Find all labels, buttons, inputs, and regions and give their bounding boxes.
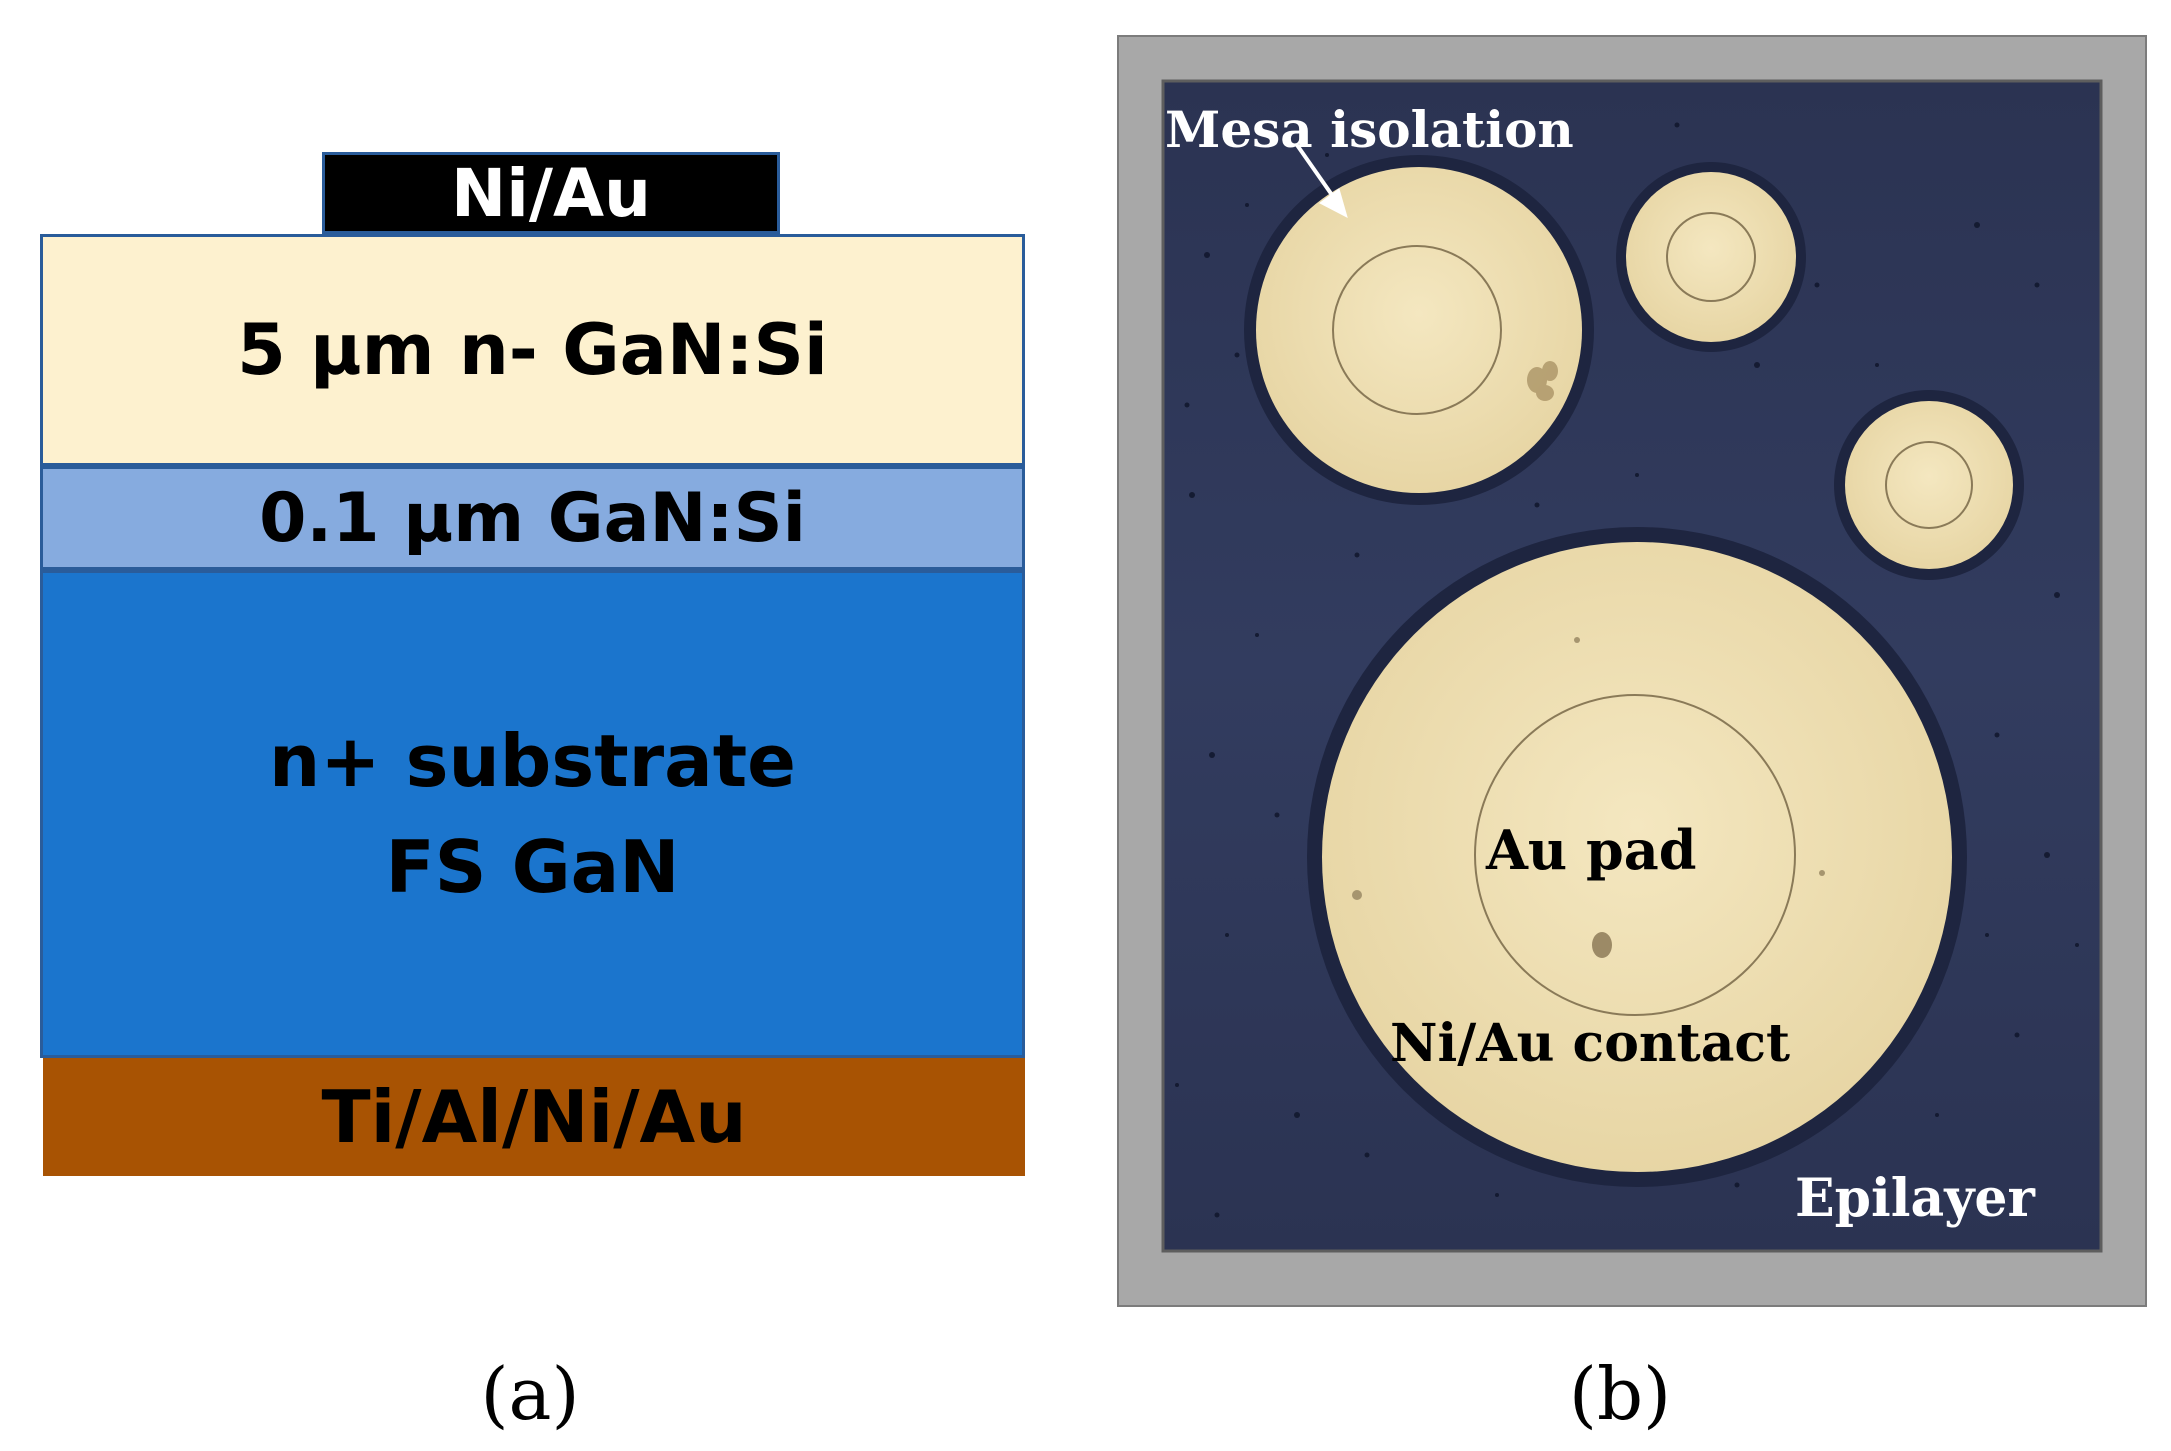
- contact-small-1-pad: [1666, 212, 1756, 302]
- top-contact-label: Ni/Au: [450, 154, 652, 232]
- contact-small-1: [1626, 172, 1796, 342]
- contact-medium-debris: [1527, 361, 1558, 401]
- substrate-layer: n+ substrate FS GaN: [40, 570, 1025, 1058]
- drift-layer-label: 5 µm n- GaN:Si: [237, 309, 828, 391]
- contact-large-pad: [1474, 694, 1796, 1016]
- contact-large: [1322, 542, 1952, 1172]
- buffer-layer: 0.1 µm GaN:Si: [40, 466, 1025, 570]
- back-contact-label: Ti/Al/Ni/Au: [321, 1075, 747, 1159]
- contact-medium: [1256, 167, 1582, 493]
- epilayer-label: Epilayer: [1795, 1168, 2035, 1229]
- back-contact-layer: Ti/Al/Ni/Au: [43, 1058, 1025, 1176]
- contact-large-debris: [1592, 932, 1612, 958]
- substrate-label-line1: n+ substrate: [269, 719, 796, 803]
- top-contact-layer: Ni/Au: [322, 152, 780, 234]
- contact-small-2: [1845, 401, 2013, 569]
- contact-medium-pad: [1332, 245, 1502, 415]
- mesa-arrow: [1295, 143, 1348, 218]
- caption-b: (b): [1568, 1352, 1672, 1436]
- ni-au-contact-label: Ni/Au contact: [1390, 1013, 1791, 1074]
- contact-small-2-pad: [1885, 441, 1973, 529]
- mesa-isolation-label: Mesa isolation: [1165, 100, 1574, 159]
- substrate-label-line2: FS GaN: [385, 825, 680, 909]
- au-pad-label: Au pad: [1486, 818, 1697, 882]
- micrograph-image: [1117, 35, 2147, 1307]
- caption-a: (a): [480, 1352, 580, 1436]
- drift-layer: 5 µm n- GaN:Si: [40, 234, 1025, 466]
- buffer-layer-label: 0.1 µm GaN:Si: [259, 478, 806, 558]
